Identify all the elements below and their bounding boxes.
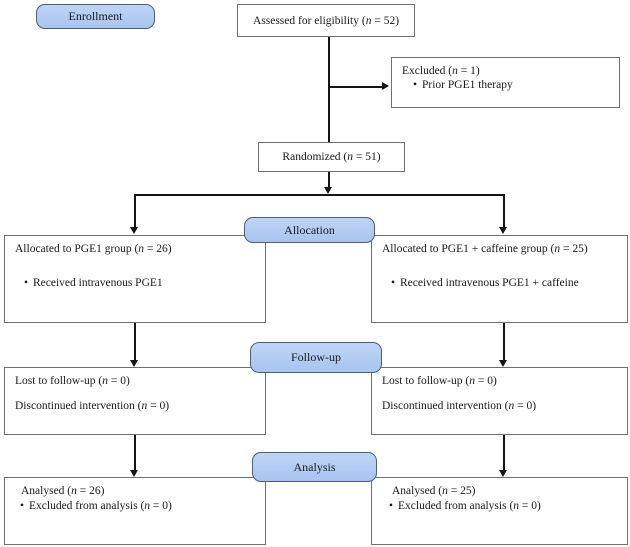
alloc-right-bullet: • Received intravenous PGE1 + caffeine xyxy=(382,277,617,289)
followup-right-line1: Lost to follow-up (n = 0) xyxy=(382,375,497,387)
arrowhead-branch xyxy=(324,187,332,194)
arrowhead-alloc-left xyxy=(130,227,138,234)
box-followup-right: Lost to follow-up (n = 0) Discontinued i… xyxy=(371,367,628,435)
stage-badge-followup: Follow-up xyxy=(250,342,382,373)
arrowhead-analysis-right xyxy=(499,470,507,477)
alloc-left-title: Allocated to PGE1 group (n = 26) xyxy=(15,243,172,255)
analysed-left-title: Analysed (n = 26) xyxy=(21,485,105,497)
arrowhead-excluded xyxy=(382,82,389,90)
followup-right-line2: Discontinued intervention (n = 0) xyxy=(382,400,537,412)
alloc-left-bullet: • Received intravenous PGE1 xyxy=(15,277,255,289)
stage-badge-allocation: Allocation xyxy=(244,217,375,243)
box-allocated-pge1-caffeine: Allocated to PGE1 + caffeine group (n = … xyxy=(371,235,628,323)
bullet-icon: • xyxy=(388,500,394,512)
randomized-text: Randomized (n = 51) xyxy=(282,151,381,163)
stage-badge-enrollment: Enrollment xyxy=(36,4,155,29)
analysed-right-bullet-text: Excluded from analysis (n = 0) xyxy=(398,500,541,512)
connector-followup-to-analysis-right xyxy=(503,435,505,471)
bullet-icon: • xyxy=(23,277,29,289)
assessed-text: Assessed for eligibility (n = 52) xyxy=(252,14,400,27)
branch-line-allocation xyxy=(134,194,504,196)
analysed-right-title: Analysed (n = 25) xyxy=(392,485,476,497)
connector-alloc-to-followup-left xyxy=(134,323,136,362)
arrowhead-alloc-right xyxy=(499,227,507,234)
alloc-right-title: Allocated to PGE1 + caffeine group (n = … xyxy=(382,243,588,255)
bullet-icon: • xyxy=(412,79,418,91)
analysed-right-bullet: • Excluded from analysis (n = 0) xyxy=(382,500,617,512)
bullet-icon: • xyxy=(390,277,396,289)
box-randomized: Randomized (n = 51) xyxy=(258,142,405,172)
box-analysed-right: Analysed (n = 25) • Excluded from analys… xyxy=(371,477,628,545)
excluded-bullet-text: Prior PGE1 therapy xyxy=(422,79,513,91)
arrowhead-followup-left xyxy=(130,360,138,367)
alloc-left-bullet-text: Received intravenous PGE1 xyxy=(33,277,163,289)
alloc-right-bullet-text: Received intravenous PGE1 + caffeine xyxy=(400,277,579,289)
excluded-bullet: • Prior PGE1 therapy xyxy=(402,79,609,91)
box-analysed-left: Analysed (n = 26) • Excluded from analys… xyxy=(4,477,266,545)
followup-left-line1: Lost to follow-up (n = 0) xyxy=(15,375,130,387)
connector-randomized-to-branch xyxy=(328,172,330,189)
excluded-title: Excluded (n = 1) xyxy=(402,65,480,77)
arrowhead-followup-right xyxy=(499,360,507,367)
followup-left-line2: Discontinued intervention (n = 0) xyxy=(15,400,170,412)
bullet-icon: • xyxy=(19,500,25,512)
arrowhead-analysis-left xyxy=(130,470,138,477)
connector-branch-left xyxy=(134,194,136,228)
connector-followup-to-analysis-left xyxy=(134,435,136,471)
box-excluded: Excluded (n = 1) • Prior PGE1 therapy xyxy=(391,57,620,108)
analysed-left-bullet-text: Excluded from analysis (n = 0) xyxy=(29,500,172,512)
box-allocated-pge1: Allocated to PGE1 group (n = 26) • Recei… xyxy=(4,235,266,323)
stage-badge-analysis: Analysis xyxy=(252,452,377,482)
analysed-left-bullet: • Excluded from analysis (n = 0) xyxy=(15,500,255,512)
connector-alloc-to-followup-right xyxy=(503,323,505,362)
connector-to-excluded xyxy=(329,86,382,88)
box-followup-left: Lost to follow-up (n = 0) Discontinued i… xyxy=(4,367,266,435)
connector-assessed-to-randomized xyxy=(328,37,330,143)
connector-branch-right xyxy=(503,194,505,228)
box-assessed-for-eligibility: Assessed for eligibility (n = 52) xyxy=(237,4,415,37)
